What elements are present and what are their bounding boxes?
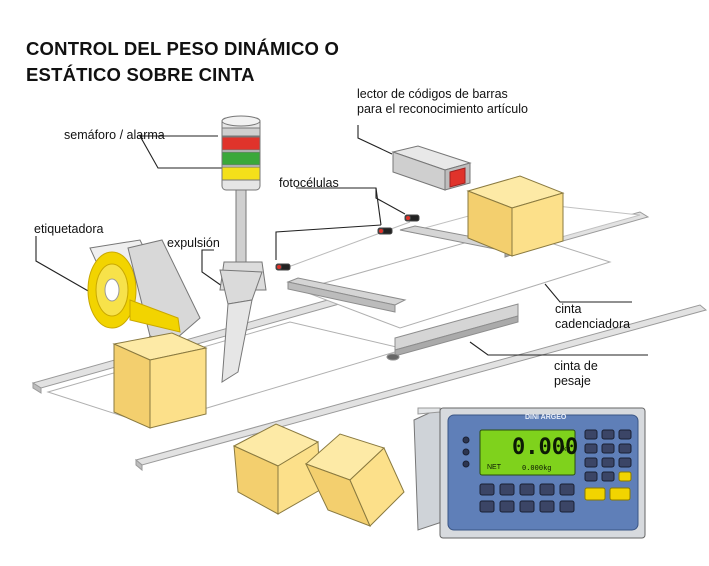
indicator-side-keys: [462, 436, 470, 468]
weighing-belt: [286, 225, 522, 361]
photocells: [275, 214, 420, 271]
cadence-belt-label-line-2: cadenciadora: [555, 317, 631, 331]
photocells-label: fotocélulas: [279, 176, 339, 190]
barcode-label-line-2: para el reconocimiento artículo: [357, 102, 528, 116]
box-on-labeller: [112, 332, 208, 429]
weighing-belt-label: cinta de pesaje: [554, 359, 598, 389]
box-on-conveyor: [466, 175, 565, 257]
labeller: [87, 239, 201, 357]
title-line-2: ESTÁTICO SOBRE CINTA: [26, 64, 255, 85]
indicator-keypad: [584, 429, 632, 501]
signal-tower-label: semáforo / alarma: [64, 128, 165, 142]
indicator-sub-value: 0.000kg: [522, 464, 552, 472]
indicator-weight-value: 0.000: [512, 435, 579, 460]
ejector-arm: [219, 269, 263, 383]
indicator-brand: DINI ARGEO: [525, 414, 567, 421]
tumbling-box-2: [305, 433, 405, 527]
ejector-label: expulsión: [167, 236, 220, 250]
weighing-belt-label-line-2: pesaje: [554, 374, 591, 388]
barcode-reader-label: lector de códigos de barras para el reco…: [357, 87, 528, 117]
leader-lines: [35, 125, 648, 356]
diagram-title: CONTROL DEL PESO DINÁMICO O ESTÁTICO SOB…: [26, 36, 339, 88]
weighing-belt-label-line-1: cinta de: [554, 359, 598, 373]
indicator-net-label: NET: [487, 464, 501, 471]
labeller-label: etiquetadora: [34, 222, 104, 236]
tumbling-box-1: [232, 423, 321, 515]
barcode-label-line-1: lector de códigos de barras: [357, 87, 508, 101]
barcode-reader: [391, 145, 472, 191]
weight-indicator: [413, 407, 646, 539]
indicator-weight-unit: kg: [563, 446, 571, 453]
signal-tower: [219, 115, 267, 291]
cadence-belt-label: cinta cadenciadora: [555, 302, 630, 332]
cadence-belt-label-line-1: cinta: [555, 302, 582, 316]
title-line-1: CONTROL DEL PESO DINÁMICO O: [26, 38, 340, 59]
indicator-function-keys: [479, 483, 575, 513]
